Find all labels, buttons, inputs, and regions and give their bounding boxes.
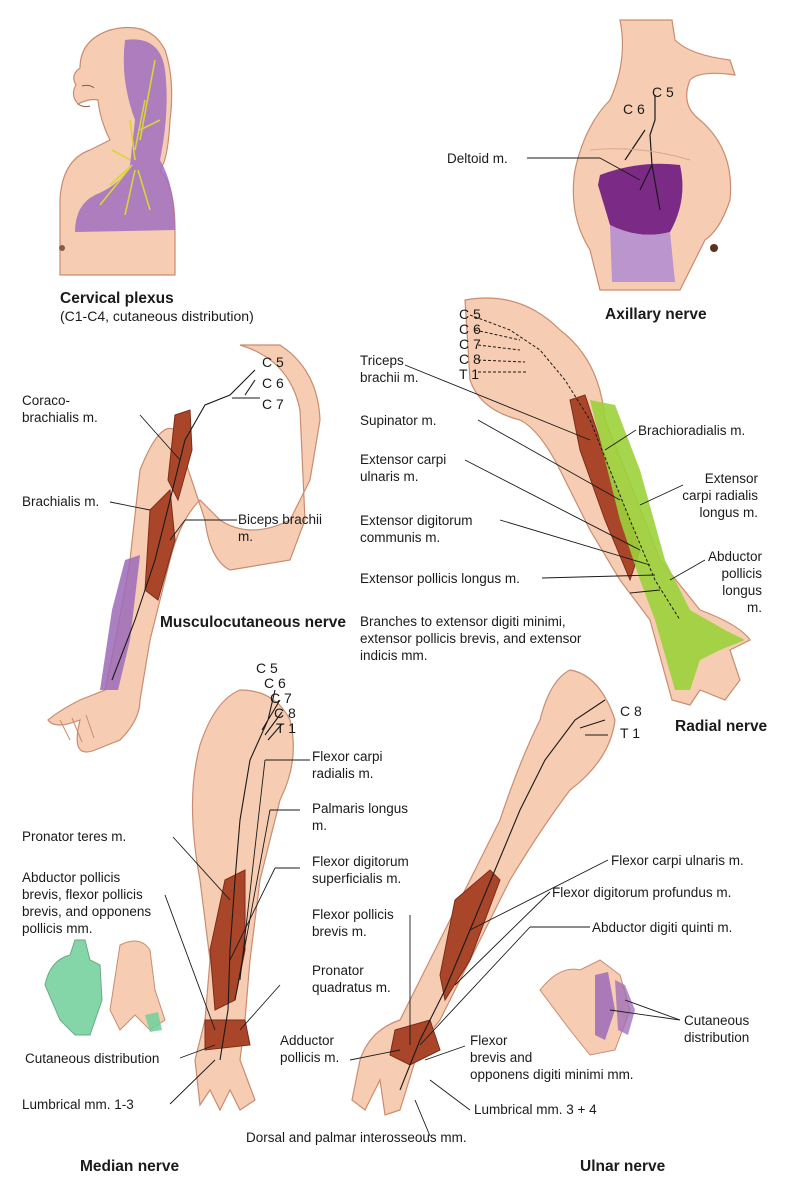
radial-root-c5: C 5 <box>459 306 481 322</box>
label-coracobrachialis: Coraco- brachialis m. <box>22 393 98 425</box>
ulnar-root-c8: C 8 <box>620 703 642 719</box>
axillary-nerve-title: Axillary nerve <box>605 306 707 323</box>
label-lumbrical-1-3: Lumbrical mm. 1-3 <box>22 1097 134 1112</box>
median-root-c8: C 8 <box>274 705 296 721</box>
cervical-plexus-subtitle: (C1-C4, cutaneous distribution) <box>60 308 254 324</box>
label-brachioradialis: Brachioradialis m. <box>638 423 746 438</box>
label-flexor-digitorum-superficialis: Flexor digitorum superficialis m. <box>312 854 409 886</box>
label-adductor-pollicis: Adductor pollicis m. <box>280 1033 340 1065</box>
axillary-nerve-figure <box>572 19 736 291</box>
label-flexor-brevis-opponens: Flexor brevis and opponens digiti minimi… <box>470 1033 634 1082</box>
cervical-plexus-figure <box>59 26 176 276</box>
radial-root-c7: C 7 <box>459 336 481 352</box>
median-nerve-figure <box>44 689 294 1112</box>
label-ulnar-cutaneous: Cutaneous distribution <box>684 1013 750 1045</box>
label-flexor-digitorum-profundus: Flexor digitorum profundus m. <box>552 885 732 900</box>
label-supinator: Supinator m. <box>360 413 437 428</box>
label-extensor-carpi-ulnaris: Extensor carpi ulnaris m. <box>360 452 447 484</box>
label-abductor-pollicis-brevis: Abductor pollicis brevis, flexor pollici… <box>22 870 152 936</box>
median-root-c6: C 6 <box>264 675 286 691</box>
radial-nerve-figure <box>464 297 751 706</box>
musculocutaneous-root-c5: C 5 <box>262 354 284 370</box>
label-triceps: Triceps brachii m. <box>360 353 419 385</box>
label-lumbrical-3-4: Lumbrical mm. 3 + 4 <box>474 1102 597 1117</box>
median-root-c7: C 7 <box>270 690 292 706</box>
musculocutaneous-figure <box>47 344 321 753</box>
radial-root-t1: T 1 <box>459 366 479 382</box>
label-abductor-digiti-quinti: Abductor digiti quinti m. <box>592 920 733 935</box>
median-root-t1: T 1 <box>276 720 296 736</box>
label-palmaris-longus: Palmaris longus m. <box>312 801 409 833</box>
median-root-c5: C 5 <box>256 660 278 676</box>
radial-nerve-title: Radial nerve <box>675 718 768 735</box>
axillary-root-c5: C 5 <box>652 84 674 100</box>
ulnar-root-t1: T 1 <box>620 725 640 741</box>
label-extensor-carpi-radialis: Extensor carpi radialis longus m. <box>682 471 758 520</box>
radial-root-c8: C 8 <box>459 351 481 367</box>
label-flexor-carpi-ulnaris: Flexor carpi ulnaris m. <box>611 853 744 868</box>
ulnar-nerve-figure <box>351 669 635 1116</box>
musculocutaneous-nerve-title: Musculocutaneous nerve <box>160 614 347 631</box>
axillary-root-c6: C 6 <box>623 101 645 117</box>
label-abductor-pollicis-longus: Abductor pollicis longus m. <box>707 549 762 615</box>
label-interosseous: Dorsal and palmar interosseous mm. <box>246 1130 467 1145</box>
label-pronator-quadratus: Pronator quadratus m. <box>312 963 391 995</box>
cervical-plexus-title: Cervical plexus <box>60 290 174 307</box>
label-extensor-digitorum: Extensor digitorum communis m. <box>360 513 473 545</box>
label-biceps-brachii: Biceps brachii m. <box>238 512 323 544</box>
label-deltoid: Deltoid m. <box>447 151 508 166</box>
label-extensor-pollicis-longus: Extensor pollicis longus m. <box>360 571 520 586</box>
label-flexor-pollicis-brevis: Flexor pollicis brevis m. <box>312 907 394 939</box>
label-flexor-carpi-radialis: Flexor carpi radialis m. <box>312 749 383 781</box>
label-pronator-teres: Pronator teres m. <box>22 829 127 844</box>
label-extensor-branches: Branches to extensor digiti minimi, exte… <box>360 614 582 663</box>
label-brachialis: Brachialis m. <box>22 494 100 509</box>
musculocutaneous-root-c6: C 6 <box>262 375 284 391</box>
leader-lines <box>109 157 706 1137</box>
musculocutaneous-root-c7: C 7 <box>262 396 284 412</box>
ulnar-nerve-title: Ulnar nerve <box>580 1158 666 1175</box>
median-nerve-title: Median nerve <box>80 1158 180 1175</box>
label-median-cutaneous: Cutaneous distribution <box>25 1051 160 1066</box>
radial-root-c6: C 6 <box>459 321 481 337</box>
